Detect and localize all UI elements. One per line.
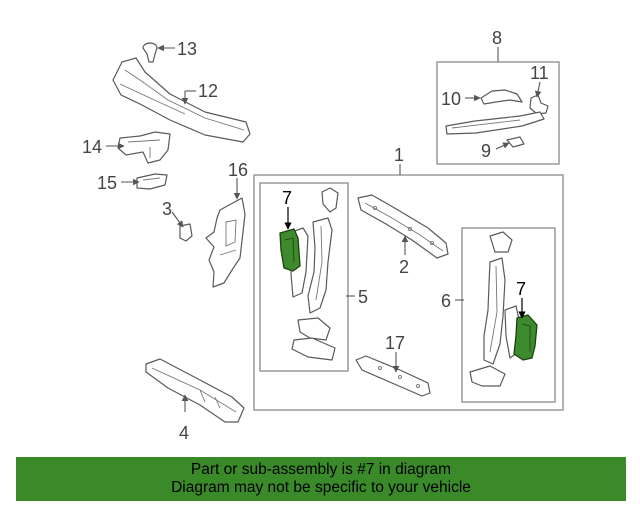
parts-diagram: 1 2 3 4 5 6 7 7 8 9 10 11 12 13 14 15 16…: [82, 28, 564, 443]
part-5-side-member: [307, 217, 333, 314]
part-2-crossmember: [357, 194, 449, 259]
part-5-lower-bracket: [297, 317, 331, 341]
part-12-upper-support: [112, 57, 251, 143]
callout-6: 6: [441, 291, 451, 311]
part-7-right-highlighted: [513, 314, 538, 361]
part-5-upper-bracket: [321, 187, 339, 213]
callout-15: 15: [97, 173, 117, 193]
callout-7-left: 7: [282, 188, 292, 208]
info-banner: Part or sub-assembly is #7 in diagram Di…: [16, 457, 626, 501]
callout-8: 8: [492, 28, 502, 48]
callout-10: 10: [441, 89, 461, 109]
group-5-box: [259, 182, 349, 372]
callout-4: 4: [179, 423, 189, 443]
callout-7-right: 7: [516, 279, 526, 299]
part-11-bracket: [529, 94, 549, 115]
callout-17: 17: [385, 333, 405, 353]
callout-2: 2: [399, 257, 409, 277]
callout-13: 13: [177, 39, 197, 59]
group-6-box: [461, 227, 556, 403]
callout-5: 5: [358, 287, 368, 307]
part-10-reinforcement: [480, 89, 523, 105]
part-9-clip: [506, 136, 525, 148]
part-16-side-support: [205, 197, 246, 288]
callout-14: 14: [82, 137, 102, 157]
part-6-side-member: [483, 257, 506, 365]
callout-1: 1: [394, 145, 404, 165]
part-8-rail: [445, 111, 545, 135]
callout-3: 3: [162, 199, 172, 219]
part-7-left-highlighted: [279, 228, 301, 272]
banner-line-2: Diagram may not be specific to your vehi…: [171, 479, 471, 496]
callout-16: 16: [228, 160, 248, 180]
part-6-lower-bracket: [469, 365, 506, 387]
part-4-lower-support: [145, 358, 245, 423]
callout-9: 9: [481, 141, 491, 161]
part-5-foot-bracket: [291, 337, 336, 361]
callout-12: 12: [198, 81, 218, 101]
part-13-clip: [142, 42, 158, 63]
banner-line-1: Part or sub-assembly is #7 in diagram: [190, 461, 452, 478]
callout-11: 11: [530, 63, 549, 83]
part-17-lower-panel: [355, 355, 431, 397]
part-14-bracket: [117, 131, 171, 164]
assembly-1-box: [253, 174, 564, 411]
part-15-bracket: [136, 173, 168, 190]
part-6-upper-bracket: [489, 231, 513, 253]
part-3-fastener: [179, 223, 193, 242]
